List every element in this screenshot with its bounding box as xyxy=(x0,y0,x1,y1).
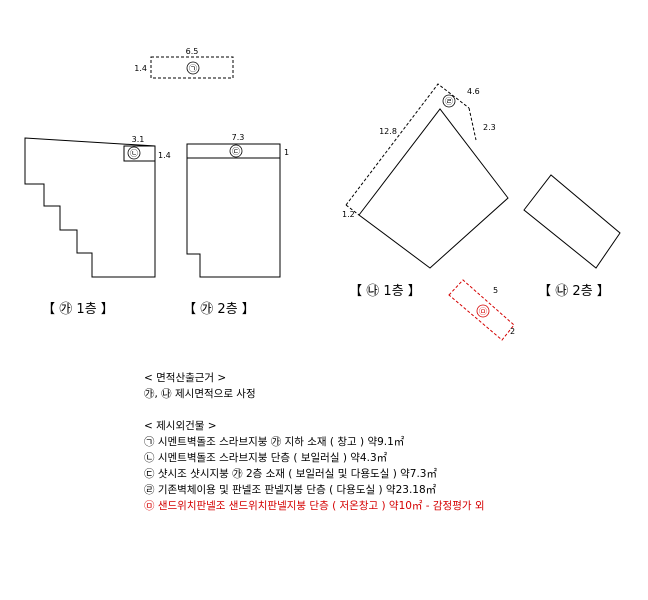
annex-ma-short: 2 xyxy=(510,327,515,336)
annex-na-mark: ㉡ xyxy=(130,149,138,158)
outside-building-item: ㉡ 시멘트벽돌조 스라브지붕 단층 ( 보일러실 ) 약4.3㎡ xyxy=(144,452,388,464)
annex-ga: 6.5 1.4 ㉠ xyxy=(134,47,234,79)
annex-da-width: 7.3 xyxy=(232,133,245,142)
annex-da-mark: ㉢ xyxy=(232,147,240,156)
annex-da-depth: 1 xyxy=(284,148,289,157)
annex-na-width: 3.1 xyxy=(132,135,145,144)
building-ga-floor2: 7.3 1 ㉢ xyxy=(186,133,289,278)
annex-na-marker xyxy=(127,146,141,160)
annex-ma-mark: ㉤ xyxy=(479,307,487,316)
annex-ra-marker xyxy=(442,94,456,108)
annex-ma: 5 2 ㉤ xyxy=(448,279,515,341)
annex-ga-mark: ㉠ xyxy=(189,64,197,73)
caption-ga-floor1: 【 ㉮ 1층 】 xyxy=(42,302,114,317)
annex-ra-endlen: 1.2 xyxy=(342,210,355,219)
annex-ra-offset-line xyxy=(468,107,477,141)
building-na-floor1-outline xyxy=(358,108,509,269)
annex-ga-width: 6.5 xyxy=(186,47,199,56)
caption-ga-floor2: 【 ㉮ 2층 】 xyxy=(183,302,255,317)
annex-ra-end xyxy=(345,204,360,216)
building-na-floor2 xyxy=(523,174,621,269)
caption-na-floor1: 【 ㉯ 1층 】 xyxy=(349,284,421,299)
annex-ga-outline xyxy=(150,56,234,79)
building-ga-floor1: 3.1 1.4 ㉡ xyxy=(24,135,171,278)
caption-na-floor2: 【 ㉯ 2층 】 xyxy=(538,284,610,299)
annex-da-marker xyxy=(229,144,243,158)
outside-building-item-excluded: ㉤ 샌드위치판넬조 샌드위치판넬지붕 단층 ( 저온창고 ) 약10㎡ - 감정… xyxy=(144,500,485,512)
annex-ra-mark: ㉣ xyxy=(445,97,453,106)
annex-ma-outline xyxy=(448,279,515,341)
annex-ra-short: 4.6 xyxy=(467,87,480,96)
annex-ra-outline xyxy=(345,83,470,206)
annex-ga-marker xyxy=(186,61,200,75)
area-basis-heading: < 면적산출근거 > xyxy=(144,372,227,384)
outside-building-item: ㉠ 시멘트벽돌조 스라브지붕 ㉮ 지하 소재 ( 창고 ) 약9.1㎡ xyxy=(144,436,405,448)
annex-ma-long: 5 xyxy=(493,286,498,295)
annex-ra-long: 12.8 xyxy=(379,127,397,136)
building-ga-floor1-outline xyxy=(24,137,156,278)
notes-block: < 면적산출근거 > ㉮, ㉯ 제시면적으로 사정 < 제시외건물 > ㉠ 시멘… xyxy=(144,370,624,514)
building-na-floor2-outline xyxy=(523,174,621,269)
area-basis-text: ㉮, ㉯ 제시면적으로 사정 xyxy=(144,388,256,400)
outside-building-item: ㉢ 샷시조 샷시지붕 ㉮ 2층 소재 ( 보일러실 및 다용도실 ) 약7.3㎡ xyxy=(144,468,437,480)
annex-ga-depth: 1.4 xyxy=(134,64,147,73)
annex-na-depth: 1.4 xyxy=(158,151,171,160)
building-ga-floor2-outline xyxy=(186,143,281,278)
outside-buildings-heading: < 제시외건물 > xyxy=(144,420,217,432)
building-na-floor1: 12.8 4.6 2.3 1.2 ㉣ xyxy=(342,83,509,269)
annex-ra-offset: 2.3 xyxy=(483,123,496,132)
notes-spacer xyxy=(144,402,624,418)
annex-ma-marker xyxy=(476,304,490,318)
annex-na-outline xyxy=(123,145,156,162)
outside-building-item: ㉣ 기존벽체이용 및 판넬조 판넬지붕 단층 ( 다용도실 ) 약23.18㎡ xyxy=(144,484,437,496)
